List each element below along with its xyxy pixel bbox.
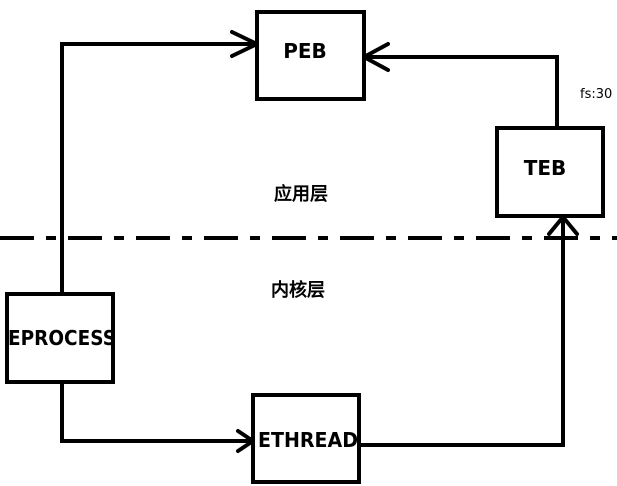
fs-offset-note: fs:30	[580, 87, 612, 102]
edge-eprocess-to-ethread	[60, 383, 253, 443]
edge-ethread-to-teb	[359, 217, 565, 447]
teb-box	[495, 126, 605, 218]
ethread-label: ETHREAD	[258, 428, 358, 452]
edge-teb-to-peb	[364, 55, 559, 127]
ethread-box	[251, 393, 361, 484]
peb-box	[255, 10, 366, 101]
eprocess-box	[5, 292, 115, 384]
peb-label: PEB	[283, 39, 327, 63]
kernel-layer-label: 内核层	[271, 279, 325, 301]
eprocess-label: EPROCESS	[8, 326, 116, 350]
user-layer-label: 应用层	[274, 183, 328, 205]
edge-eprocess-to-peb	[60, 42, 257, 293]
teb-label: TEB	[524, 156, 567, 180]
